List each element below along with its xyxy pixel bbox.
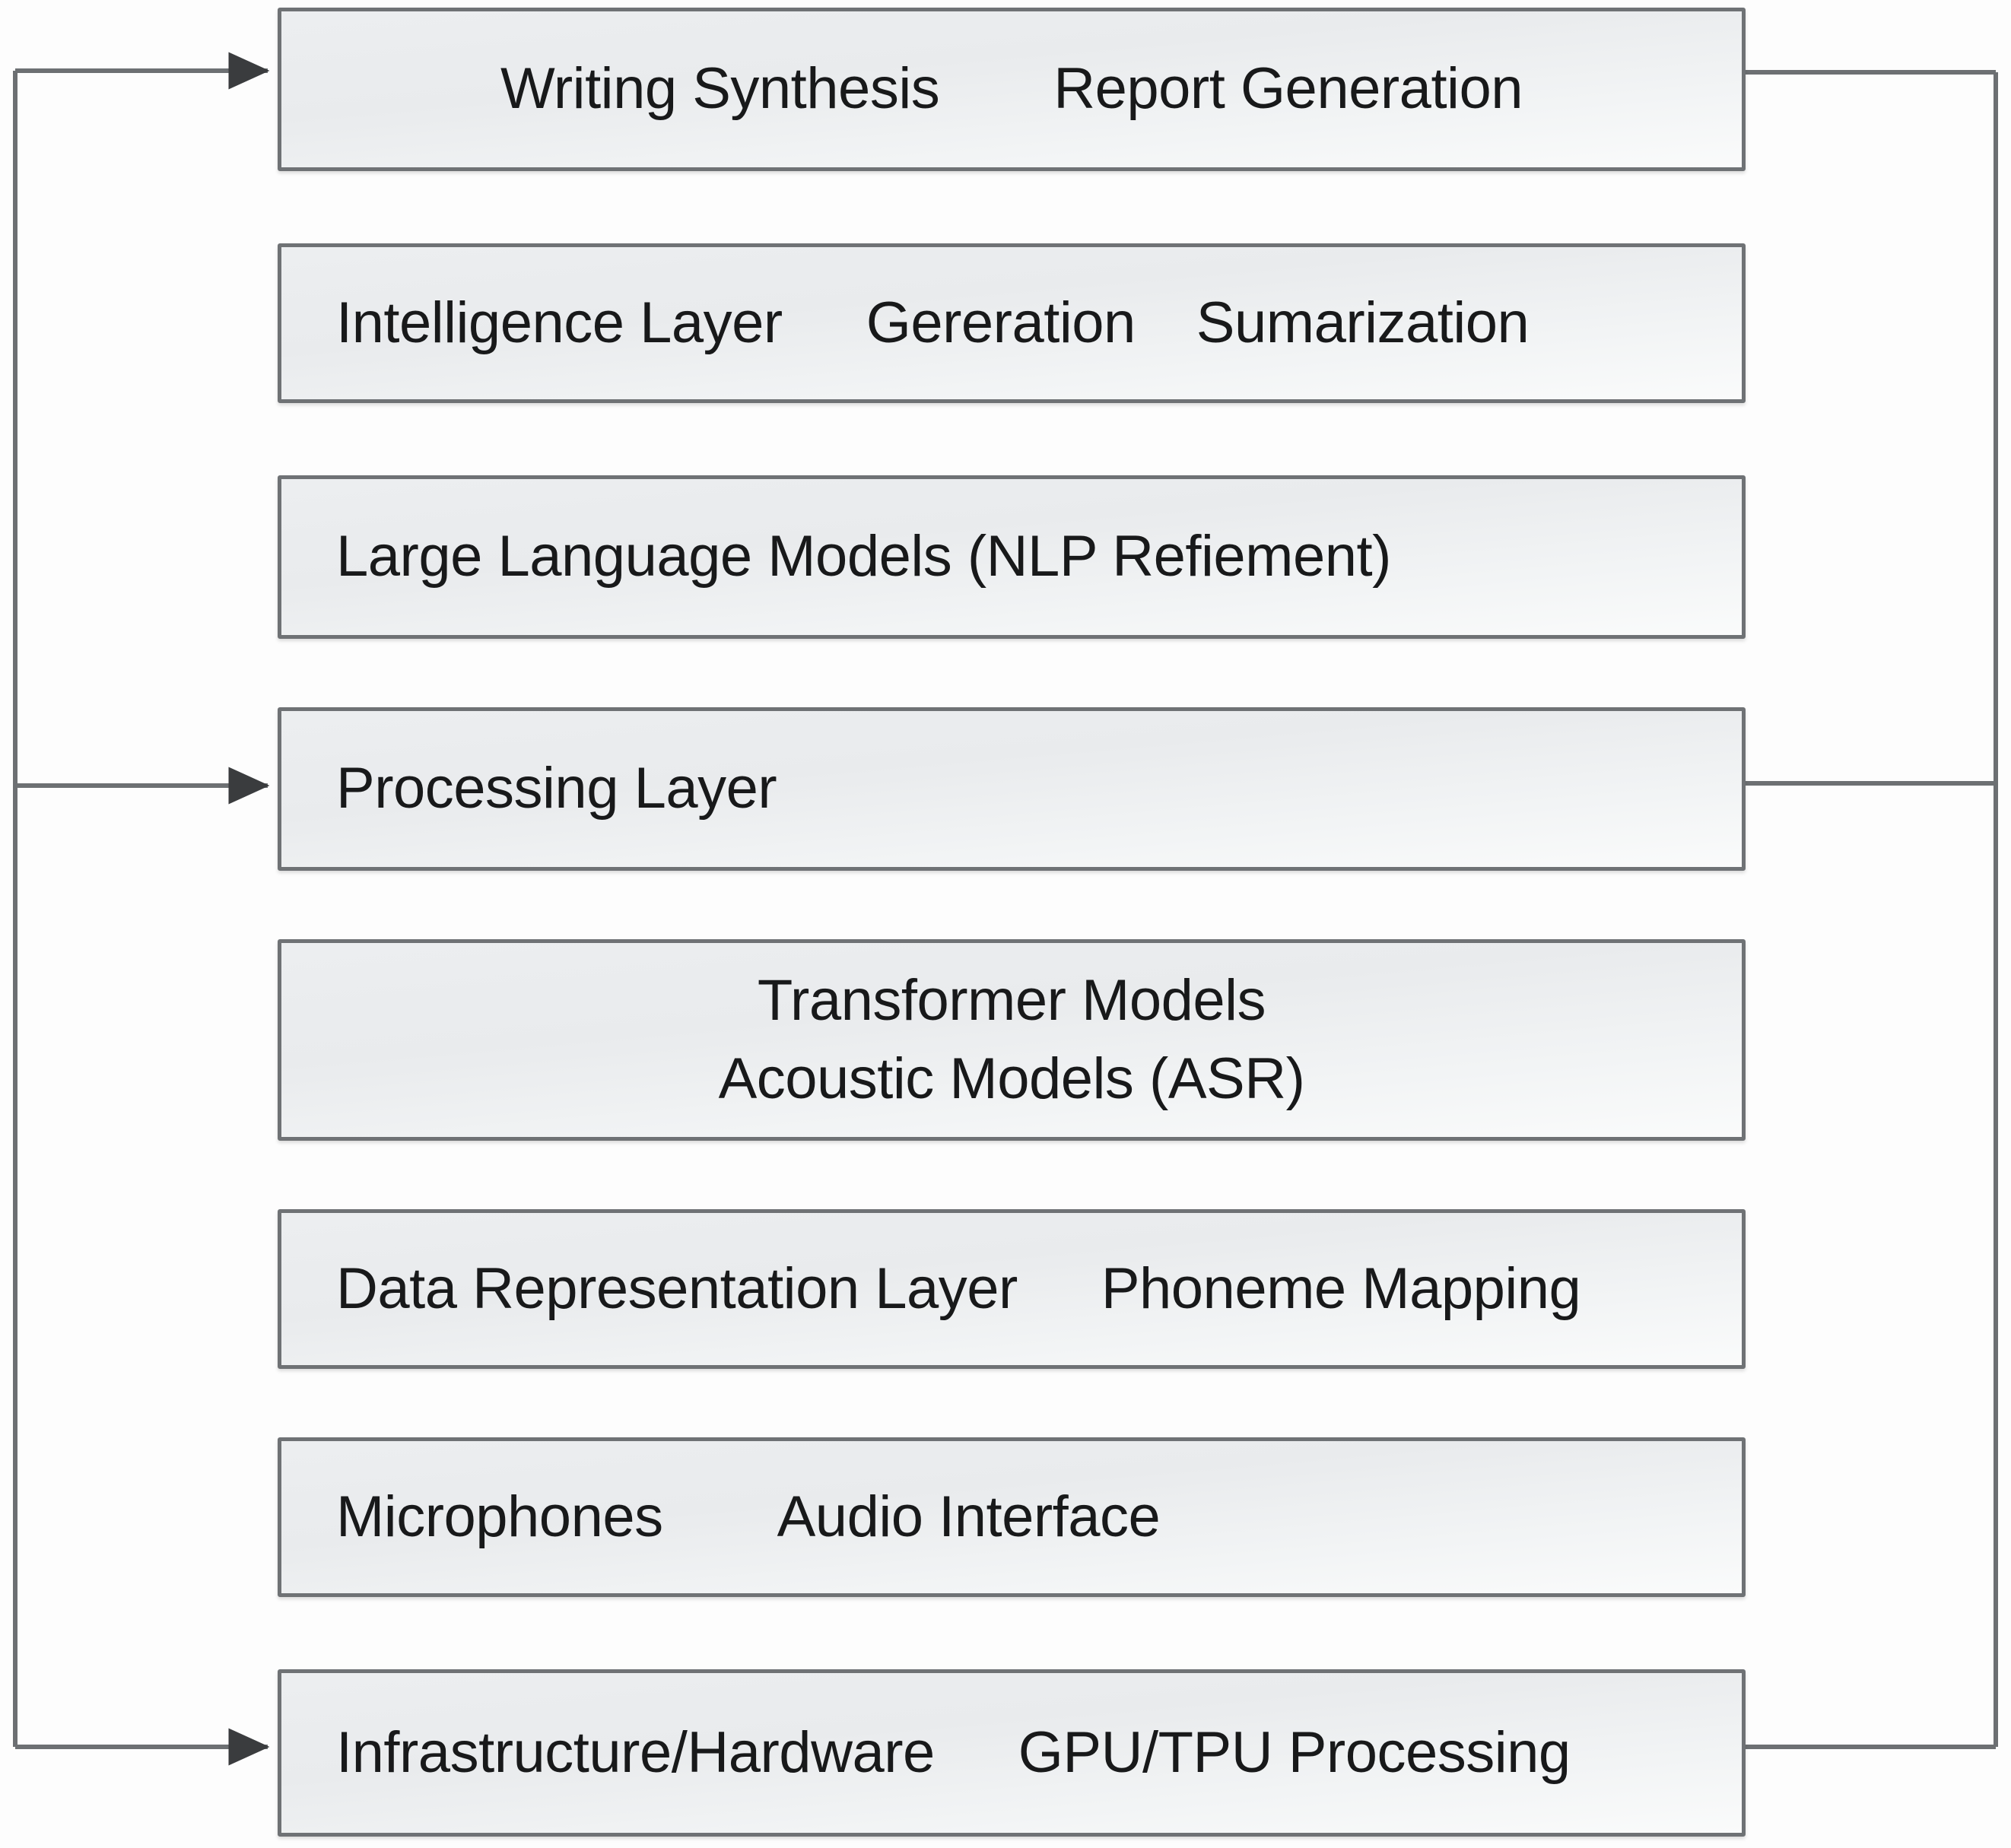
layer-label-data-representation-layer: Data Representation Layer: [336, 1256, 1018, 1321]
layer-box-processing-layer[interactable]: Processing Layer: [278, 707, 1746, 871]
layer-box-data-representation-layer[interactable]: Data Representation Layer Phoneme Mappin…: [278, 1209, 1746, 1369]
layer-label-report-generation: Report Generation: [1053, 56, 1523, 122]
layer-label-gereration: Gereration: [866, 290, 1136, 355]
layer-box-large-language-models[interactable]: Large Language Models (NLP Refiement): [278, 475, 1746, 639]
layer-label-microphones: Microphones: [336, 1484, 663, 1549]
layer-box-writing-synthesis[interactable]: Writing Synthesis Report Generation: [278, 8, 1746, 171]
layer-box-infrastructure-hardware[interactable]: Infrastructure/Hardware GPU/TPU Processi…: [278, 1669, 1746, 1837]
layer-label-sumarization: Sumarization: [1196, 290, 1530, 355]
layer-label-intelligence-layer: Intelligence Layer: [336, 290, 783, 355]
layer-label-processing-layer: Processing Layer: [336, 756, 777, 821]
layer-box-intelligence-layer[interactable]: Intelligence Layer Gereration Sumarizati…: [278, 243, 1746, 403]
layer-label-phoneme-mapping: Phoneme Mapping: [1101, 1256, 1581, 1321]
layer-box-models[interactable]: Transformer Models Acoustic Models (ASR): [278, 939, 1746, 1141]
layer-box-capture-devices[interactable]: Microphones Audio Interface: [278, 1437, 1746, 1597]
layer-label-acoustic-models: Acoustic Models (ASR): [718, 1046, 1305, 1111]
layer-label-transformer-models: Transformer Models: [757, 967, 1266, 1033]
layer-label-writing-synthesis: Writing Synthesis: [500, 56, 940, 122]
layer-label-gpu-tpu-processing: GPU/TPU Processing: [1018, 1719, 1571, 1785]
layer-label-audio-interface: Audio Interface: [777, 1484, 1161, 1549]
layer-label-infrastructure-hardware: Infrastructure/Hardware: [336, 1719, 935, 1785]
layer-label-large-language-models: Large Language Models (NLP Refiement): [336, 524, 1391, 589]
